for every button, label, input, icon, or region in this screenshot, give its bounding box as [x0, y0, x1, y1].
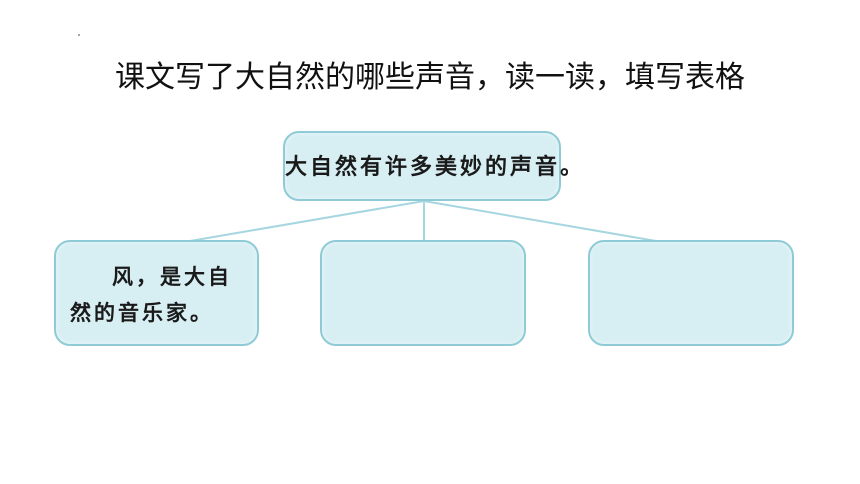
decorative-dot — [78, 34, 80, 36]
child-node-box-3[interactable] — [588, 240, 794, 346]
connector-right — [423, 200, 657, 242]
child-node-text-1: 风，是大自然的音乐家。 — [70, 264, 232, 325]
root-node-text: 大自然有许多美妙的声音。 — [285, 154, 586, 180]
root-node-box: 大自然有许多美妙的声音。 — [283, 131, 586, 201]
connector-left — [189, 200, 425, 242]
page-title: 课文写了大自然的哪些声音，读一读，填写表格 — [115, 60, 745, 95]
child-node-box-2[interactable] — [320, 240, 526, 346]
child-node-box-1: 风，是大自然的音乐家。 — [54, 240, 259, 346]
